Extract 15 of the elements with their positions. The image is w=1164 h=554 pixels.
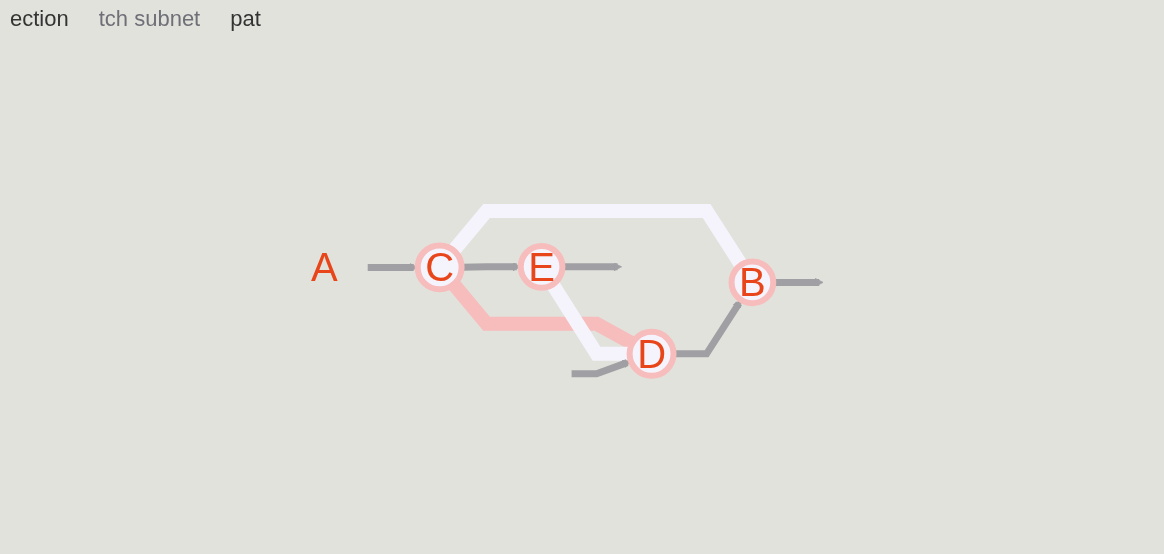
label-text: tch subnet [98, 6, 201, 32]
arrow [367, 263, 418, 272]
arrow [461, 262, 521, 272]
connector [448, 279, 636, 350]
label-text: pat [230, 6, 261, 32]
label-text: ection [10, 6, 69, 32]
connector [448, 204, 747, 269]
node-circle: E [517, 243, 566, 291]
node-circle: D [626, 328, 677, 379]
arrow [562, 262, 622, 272]
node-text: A [310, 245, 338, 290]
node-circle: C [414, 242, 465, 293]
arrow [673, 299, 742, 358]
arrow [773, 278, 824, 287]
node-circle: B [728, 258, 777, 307]
